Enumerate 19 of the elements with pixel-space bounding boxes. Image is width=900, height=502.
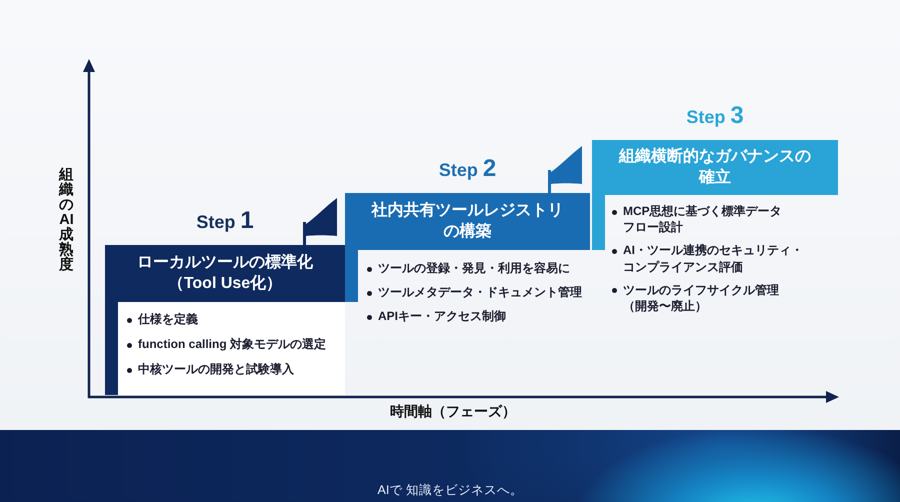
bullet-item: 仕様を定義 bbox=[125, 311, 342, 328]
bullet-item: 中核ツールの開発と試験導入 bbox=[125, 361, 342, 378]
bullet-item: AI・ツール連携のセキュリティ・コンプライアンス評価 bbox=[610, 242, 807, 275]
bullet-item: ツールのライフサイクル管理（開発〜廃止） bbox=[610, 282, 799, 314]
step-title: 組織横断的なガバナンスの確立 bbox=[618, 146, 812, 188]
bullet-item: MCP思想に基づく標準データフロー設計 bbox=[610, 203, 789, 236]
step-label: Step 1 bbox=[196, 209, 254, 233]
axis-title: 組織のAI成熟度 bbox=[58, 168, 75, 273]
step-label: Step 3 bbox=[686, 104, 744, 128]
step-title: ローカルツールの標準化（Tool Use化） bbox=[136, 252, 314, 294]
bullet-item: function calling 対象モデルの選定 bbox=[125, 336, 342, 352]
step-block bbox=[105, 195, 345, 395]
bullet-item: ツールメタデータ・ドキュメント管理 bbox=[365, 284, 588, 300]
step-label: Step 2 bbox=[438, 157, 496, 181]
bullet-item: APIキー・アクセス制御 bbox=[365, 308, 588, 325]
step-title: 社内共有ツールレジストリの構築 bbox=[370, 200, 564, 242]
bullet-item: ツールの登録・発見・利用を容易に bbox=[365, 260, 588, 276]
axis-title: 時間軸（フェーズ） bbox=[390, 403, 516, 421]
tagline: AIで 知識をビジネスへ。 bbox=[378, 482, 523, 499]
